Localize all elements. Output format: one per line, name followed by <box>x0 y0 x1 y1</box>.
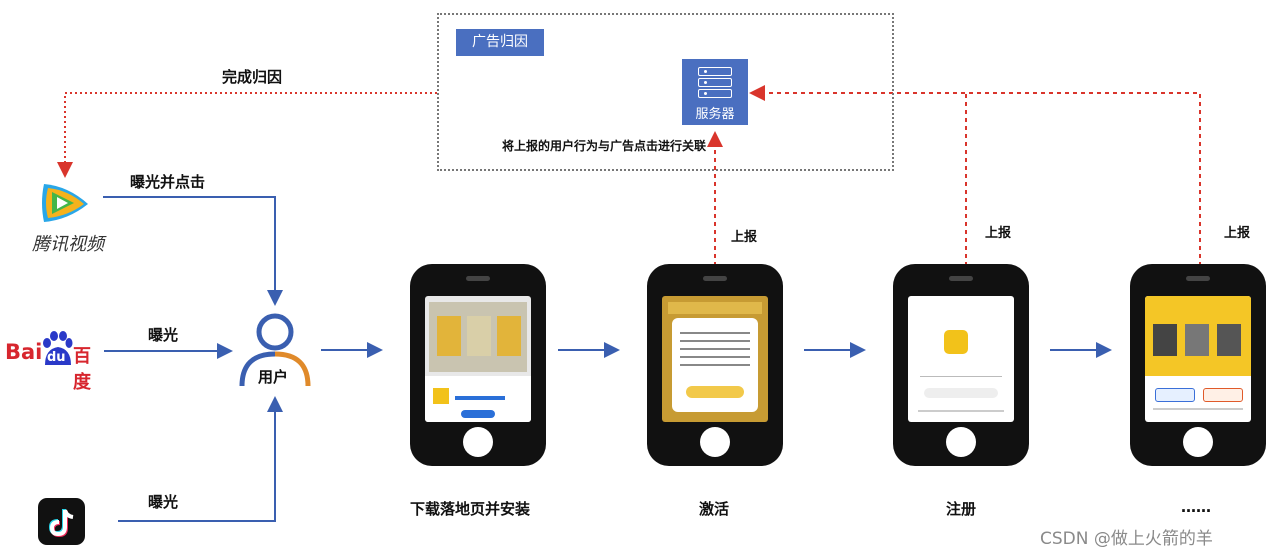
baidu-logo-text-paw: du <box>47 350 66 365</box>
server-icon-rack-2 <box>698 78 732 87</box>
server-icon-rack-3 <box>698 89 732 98</box>
phone-activate <box>647 264 783 466</box>
step-activate-label: 激活 <box>699 500 730 518</box>
phone-screen-landing-page <box>425 296 531 422</box>
phone-home-button <box>463 427 493 457</box>
user-label: 用户 <box>258 368 289 386</box>
phone-speaker <box>949 276 973 281</box>
phone-home-button <box>700 427 730 457</box>
douyin-to-user-line <box>118 396 283 522</box>
douyin-logo-icon <box>38 498 85 545</box>
complete-attribution-arrow <box>57 92 437 178</box>
phone-speaker <box>466 276 490 281</box>
phone-screen-activation <box>662 296 768 422</box>
activate-report-label: 上报 <box>731 230 758 245</box>
baidu-action-label: 曝光 <box>148 326 179 344</box>
baidu-logo-text-right: 百度 <box>73 346 91 393</box>
baidu-logo: Bai du 百度 <box>5 330 105 393</box>
server-block: 服务器 <box>682 59 748 125</box>
phone-home-button <box>1183 427 1213 457</box>
tencent-to-user-line <box>103 196 283 306</box>
step-more-label: …… <box>1181 498 1211 516</box>
baidu-logo-text-left: Bai <box>5 340 43 364</box>
user-icon <box>239 313 311 387</box>
server-label: 服务器 <box>695 107 735 122</box>
step-download-label: 下载落地页并安装 <box>410 500 531 518</box>
phone-home-button <box>946 427 976 457</box>
attribution-box <box>437 13 894 171</box>
tencent-video-name: 腾讯视频 <box>32 234 104 255</box>
step-register-label: 注册 <box>946 500 977 518</box>
phone-speaker <box>1186 276 1210 281</box>
watermark: CSDN @做上火箭的羊 <box>1040 529 1213 549</box>
phone-screen-home <box>1145 296 1251 422</box>
register-report-label: 上报 <box>985 226 1012 241</box>
attribution-note: 将上报的用户行为与广告点击进行关联 <box>502 139 707 153</box>
baidu-paw-icon <box>43 331 73 365</box>
phone-speaker <box>703 276 727 281</box>
tencent-action-label: 曝光并点击 <box>130 173 206 191</box>
complete-attribution-label: 完成归因 <box>222 68 283 86</box>
douyin-action-label: 曝光 <box>148 493 179 511</box>
phone-more <box>1130 264 1266 466</box>
more-report-label: 上报 <box>1224 226 1251 241</box>
server-icon <box>698 67 732 76</box>
tencent-video-logo-icon <box>42 184 88 222</box>
phone-download <box>410 264 546 466</box>
attribution-title: 广告归因 <box>456 29 544 56</box>
more-report-line <box>749 85 1201 266</box>
phone-register <box>893 264 1029 466</box>
phone-screen-register <box>908 296 1014 422</box>
